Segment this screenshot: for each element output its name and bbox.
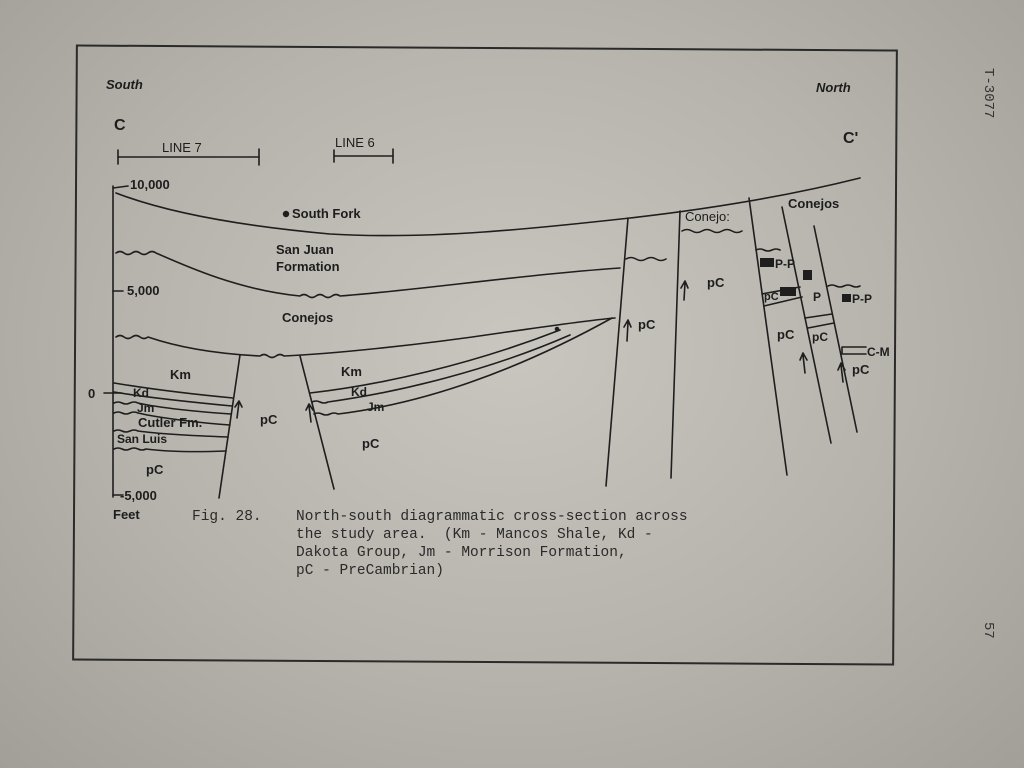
tick-10000 [112,185,129,189]
small-wave-right-2 [827,284,861,288]
kd-top-left [113,382,234,399]
label-pc-horst: pC [260,412,278,427]
label-section-start: C [114,117,126,134]
label-kd-mid: Kd [351,385,367,399]
label-feet: Feet [113,507,140,522]
label-conejos-right: Conejos [788,196,840,211]
label-section-end: C' [843,130,859,147]
elev-minus5000: -5,000 [120,488,157,503]
san-juan-base [115,250,621,299]
sliver-bed-3 [841,346,867,355]
label-line7: LINE 7 [162,140,202,155]
caption-line-4: pC - PreCambrian) [296,563,444,579]
elev-10000: 10,000 [130,177,170,192]
pp-block-1 [760,258,774,267]
label-jm-mid: Jm [367,400,385,414]
fault-d [670,210,681,479]
label-pc-mid: pC [362,436,380,451]
report-id: T-3077 [980,68,996,119]
cm-block [780,287,796,296]
label-san-luis: San Luis [117,432,168,446]
jm-base-mid [313,317,613,416]
south-fork-dot [282,210,290,218]
small-wave-right [755,248,781,252]
arrow-f [837,362,846,383]
kd-base-mid [311,334,571,404]
fault-tip-dot [554,326,560,332]
label-kd-left: Kd [133,386,149,400]
fault-a [218,354,241,499]
jm-base-left [113,401,232,415]
kd-base-left [113,391,233,407]
line7-bar [117,148,260,166]
label-san-juan: San Juan [276,242,334,257]
arrow-e [799,352,808,374]
fault-g [813,225,858,433]
label-pc-right5: pC [852,362,870,377]
cutler-base [113,429,229,438]
arrow-b [305,403,314,423]
sliver-bed-2 [804,313,835,329]
page-number: 57 [980,622,996,639]
pp-block-2 [803,270,812,280]
fault-e [748,197,788,476]
kd-top-mid [309,329,561,394]
fault-f [781,206,832,444]
label-km-left: Km [170,367,191,382]
label-km-mid: Km [341,364,362,379]
label-pc-left: pC [146,462,164,477]
label-pp-1: P-P [775,257,796,271]
label-south: South [106,77,143,92]
caption-lead: Fig. 28. [192,509,262,525]
label-conejos-mid: Conejo: [685,209,730,224]
label-cutler: Cutler Fm. [138,415,203,430]
label-cm: C-M [867,345,890,359]
label-jm-left: Jm [137,401,155,415]
conejos-right-base [681,228,743,234]
label-pp-3: P-P [852,292,873,306]
san-luis-base [113,447,227,453]
conejos-base [115,317,616,359]
arrow-c [623,319,632,342]
caption-line-2: the study area. (Km - Mancos Shale, Kd - [296,527,653,543]
elev-5000: 5,000 [127,283,160,298]
label-pc-right1: pC [638,317,656,332]
caption-line-1: North-south diagrammatic cross-section a… [296,509,688,525]
cutler-top [113,411,231,426]
small-wave-1 [625,256,667,262]
arrow-a [234,400,243,419]
label-pc-right4: pC [812,330,828,344]
label-pc-right3: pC [777,327,795,342]
label-north: North [816,80,851,95]
label-formation: Formation [276,259,340,274]
fault-b [299,355,335,490]
label-line6: LINE 6 [335,135,375,150]
arrow-d [680,280,689,301]
elev-0: 0 [88,386,96,401]
label-pp-2: P [813,290,822,304]
fault-c [605,217,629,487]
label-south-fork: South Fork [292,206,361,221]
ground-surface [115,177,861,237]
pp-block-3 [842,294,851,302]
label-pc-right2: pC [707,275,725,290]
caption-line-3: Dakota Group, Jm - Morrison Formation, [296,545,627,561]
label-pc-right6: pC [764,291,779,303]
line6-bar [333,148,394,164]
label-conejos-main: Conejos [282,310,334,325]
